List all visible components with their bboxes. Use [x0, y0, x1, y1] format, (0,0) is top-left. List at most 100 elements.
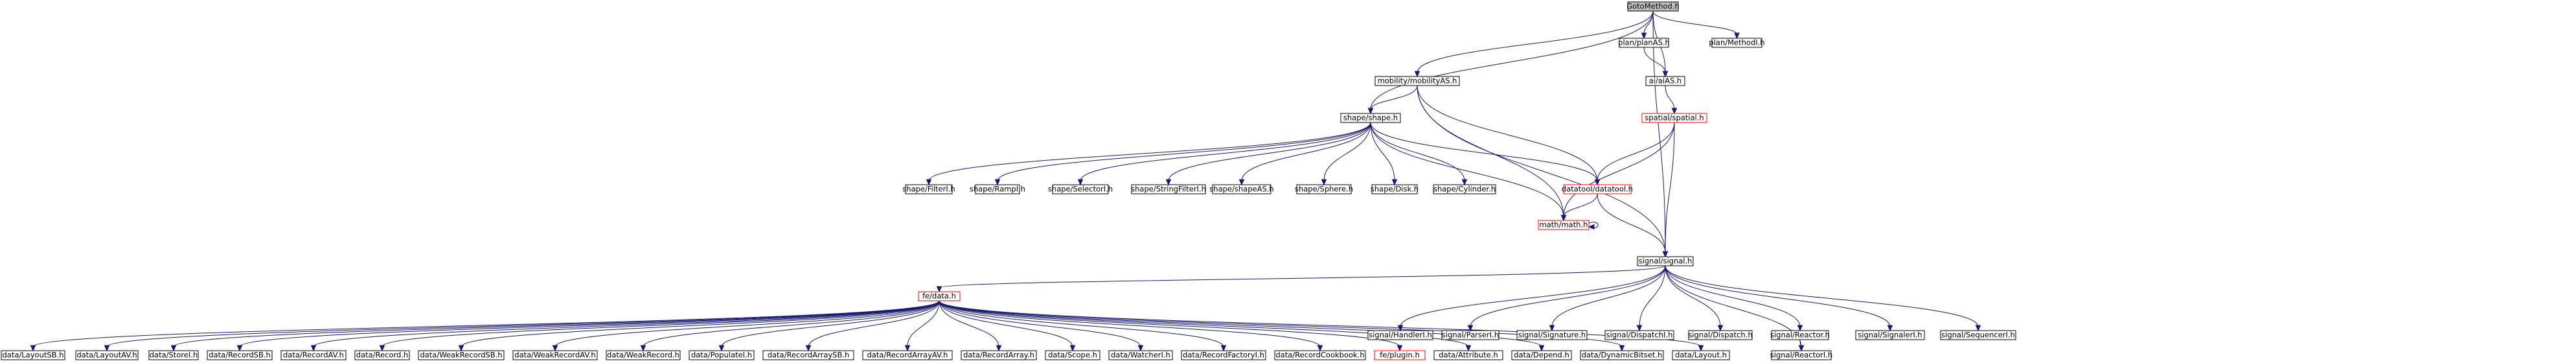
- node-recordSB[interactable]: data/RecordSB.h: [207, 350, 273, 360]
- node-sphere[interactable]: shape/Sphere.h: [1295, 184, 1353, 194]
- node-dynamicBitset[interactable]: data/DynamicBitset.h: [1580, 350, 1664, 360]
- node-layout[interactable]: data/Layout.h: [1672, 350, 1730, 360]
- edge-fedata-to-recordCookbook: [939, 300, 1323, 352]
- edge-line: [106, 300, 940, 347]
- node-layoutSB[interactable]: data/LayoutSB.h: [1, 350, 65, 360]
- node-label: datatool/datatool.h: [1562, 185, 1633, 194]
- node-disk[interactable]: shape/Disk.h: [1371, 184, 1419, 194]
- node-planMethodI[interactable]: plan/MethodI.h: [1709, 38, 1765, 48]
- node-label: shape/shape.h: [1343, 113, 1398, 123]
- node-fedata[interactable]: fe/data.h: [918, 291, 961, 301]
- edge-arrowhead: [1467, 325, 1474, 332]
- node-datatool[interactable]: datatool/datatool.h: [1562, 184, 1633, 194]
- node-weakRecord[interactable]: data/WeakRecord.h: [606, 350, 681, 360]
- node-rampI[interactable]: shape/RampI.h: [970, 184, 1025, 194]
- node-label: shape/shapeAS.h: [1209, 185, 1273, 194]
- edge-line: [461, 300, 940, 347]
- node-mobilityAS[interactable]: mobility/mobilityAS.h: [1374, 76, 1460, 86]
- edge-arrowhead: [1717, 325, 1724, 332]
- node-stringFilterI[interactable]: shape/StringFilterI.h: [1131, 184, 1206, 194]
- node-label: signal/SequencerI.h: [1941, 331, 2015, 340]
- node-parserI[interactable]: signal/ParserI.h: [1441, 330, 1499, 340]
- edge-line: [1597, 122, 1675, 182]
- edge-arrowhead: [926, 179, 932, 186]
- edge-arrowhead: [170, 345, 177, 352]
- node-label: data/RecordSB.h: [209, 351, 271, 360]
- node-handlerI[interactable]: signal/HandlerI.h: [1367, 330, 1433, 340]
- edge-line: [1563, 122, 1675, 217]
- node-selectorI[interactable]: shape/SelectorI.h: [1048, 184, 1113, 194]
- node-box: [75, 350, 139, 360]
- node-spatial[interactable]: spatial/spatial.h: [1641, 113, 1707, 123]
- node-signalerI[interactable]: signal/SignalerI.h: [1855, 330, 1925, 340]
- edge-line: [808, 300, 940, 347]
- node-dispatchI[interactable]: signal/DispatchI.h: [1604, 330, 1674, 340]
- edge-arrowhead: [1797, 325, 1803, 332]
- node-sequencerI[interactable]: signal/SequencerI.h: [1940, 330, 2016, 340]
- node-label: signal/DispatchI.h: [1606, 331, 1673, 340]
- node-populateI[interactable]: data/PopulateI.h: [689, 350, 755, 360]
- node-recordCookbook[interactable]: data/RecordCookbook.h: [1274, 350, 1366, 360]
- node-watcherI[interactable]: data/WatcherI.h: [1108, 350, 1173, 360]
- node-label: data/Depend.h: [1514, 351, 1569, 360]
- node-label: data/RecordArraySB.h: [768, 351, 850, 360]
- node-aiAS[interactable]: ai/aiAS.h: [1645, 76, 1685, 86]
- node-label: shape/RampI.h: [970, 185, 1025, 194]
- edge-line: [907, 300, 940, 347]
- node-layoutAV[interactable]: data/LayoutAV.h: [75, 350, 139, 360]
- node-label: GotoMethod.h: [1626, 2, 1680, 11]
- edge-arrowhead: [1588, 224, 1595, 230]
- node-record[interactable]: data/Record.h: [354, 350, 410, 360]
- edge-line: [1551, 265, 1666, 327]
- node-depend[interactable]: data/Depend.h: [1511, 350, 1572, 360]
- node-math[interactable]: math/math.h: [1538, 220, 1590, 230]
- node-label: data/StoreI.h: [150, 351, 198, 360]
- edge-datatool-to-signal: [1597, 193, 1669, 258]
- node-signal[interactable]: signal/signal.h: [1637, 256, 1694, 266]
- node-reactorI[interactable]: signal/ReactorI.h: [1770, 350, 1832, 360]
- edge-fedata-to-layout: [939, 300, 1704, 352]
- node-box: [354, 350, 410, 360]
- edge-line: [939, 265, 1666, 288]
- edge-line: [1665, 85, 1675, 110]
- edge-signal-to-parserI: [1467, 265, 1666, 332]
- edge-line: [1652, 10, 1666, 253]
- node-label: signal/HandlerI.h: [1369, 331, 1432, 340]
- node-recordArraySB[interactable]: data/RecordArraySB.h: [762, 350, 854, 360]
- edge-arrowhead: [1137, 345, 1144, 352]
- node-box: [1108, 350, 1173, 360]
- node-box: [1688, 330, 1753, 340]
- node-shapeAS[interactable]: shape/shapeAS.h: [1209, 184, 1274, 194]
- edge-arrowhead: [1461, 179, 1468, 186]
- edge-fedata-to-populateI: [718, 300, 940, 352]
- node-label: spatial/spatial.h: [1645, 113, 1704, 123]
- node-shape[interactable]: shape/shape.h: [1340, 113, 1401, 123]
- node-cylinder[interactable]: shape/Cylinder.h: [1433, 184, 1496, 194]
- edge-arrowhead: [1619, 345, 1625, 352]
- node-box: [1131, 184, 1206, 194]
- node-label: data/Layout.h: [1675, 351, 1727, 360]
- node-filterI[interactable]: shape/FilterI.h: [902, 184, 955, 194]
- node-scope[interactable]: data/Scope.h: [1045, 350, 1100, 360]
- node-signature[interactable]: signal/Signature.h: [1516, 330, 1588, 340]
- node-recordArrayAV[interactable]: data/RecordArrayAV.h: [862, 350, 953, 360]
- node-plugin[interactable]: fe/plugin.h: [1374, 350, 1426, 360]
- edge-line: [939, 300, 1469, 347]
- node-recordAV[interactable]: data/RecordAV.h: [280, 350, 347, 360]
- node-reactor[interactable]: signal/Reactor.h: [1770, 330, 1830, 340]
- edge-line: [1370, 85, 1418, 110]
- edge-line: [313, 300, 940, 347]
- node-planAS[interactable]: plan/planAS.h: [1618, 38, 1670, 48]
- node-recordArray[interactable]: data/RecordArray.h: [961, 350, 1037, 360]
- node-dispatch[interactable]: signal/Dispatch.h: [1688, 330, 1753, 340]
- edge-shape-to-sphere: [1321, 122, 1371, 186]
- node-attribute[interactable]: data/Attribute.h: [1433, 350, 1503, 360]
- edge-line: [1665, 265, 1801, 327]
- node-storeI[interactable]: data/StoreI.h: [148, 350, 199, 360]
- node-label: signal/Reactor.h: [1770, 331, 1830, 340]
- node-weakRecordAV[interactable]: data/WeakRecordAV.h: [512, 350, 598, 360]
- node-box: [1855, 330, 1925, 340]
- node-weakRecordSB[interactable]: data/WeakRecordSB.h: [418, 350, 505, 360]
- edge-line: [1417, 85, 1564, 217]
- node-recordFactoryI[interactable]: data/RecordFactoryI.h: [1181, 350, 1266, 360]
